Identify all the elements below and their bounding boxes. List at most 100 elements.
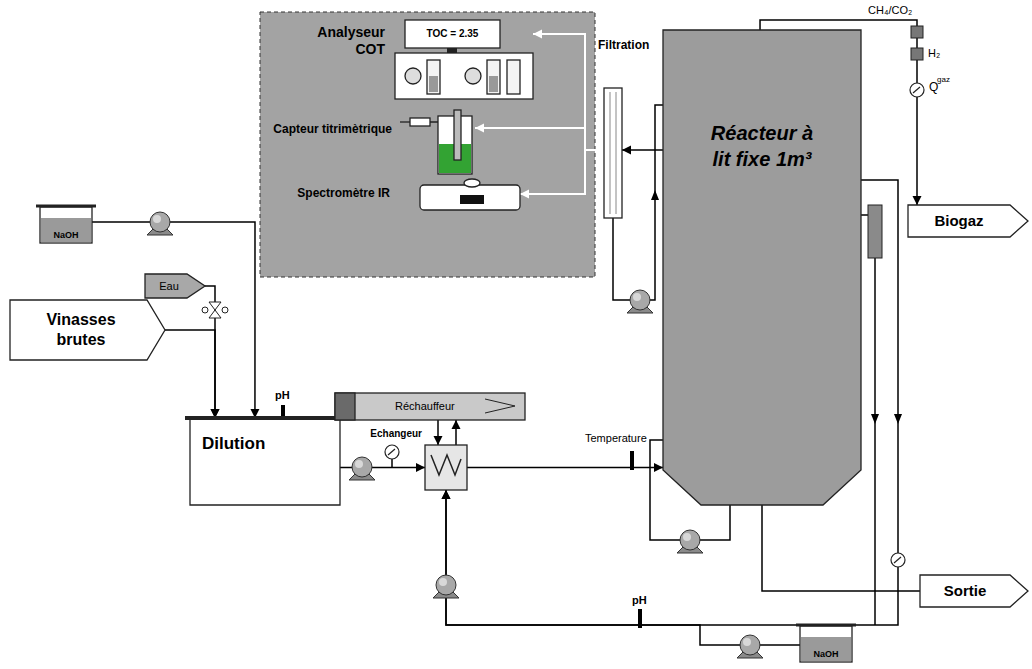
- pipe-connector: [434, 420, 443, 445]
- arrow-head: [622, 146, 631, 155]
- flow-arrow: [871, 414, 879, 424]
- pipe-connector: [475, 123, 604, 150]
- filter-unit: Filtration: [604, 88, 622, 218]
- instrument-panel: [260, 12, 595, 277]
- node-label: NaOH: [800, 649, 852, 659]
- reagent-beaker: NaOH: [40, 205, 92, 243]
- node-label: Réacteur à lit fixe 1m³: [707, 120, 817, 172]
- three-way-valve: [209, 302, 221, 310]
- flow-arrow: [651, 190, 659, 200]
- annotation-label: pH: [275, 389, 290, 401]
- reagent-beaker-outline: [800, 626, 852, 662]
- reagent-beaker-outline: [796, 624, 856, 627]
- output-tag-outline: [920, 575, 1028, 607]
- node-label: Capteur titrimètrique: [273, 122, 392, 136]
- flowmeter-symbol: [385, 445, 399, 459]
- ir-spectrometer-outline: [464, 179, 480, 187]
- analyzer-instrument-outline: [427, 60, 440, 94]
- three-way-valve: [202, 302, 228, 318]
- ir-spectrometer-outline: [460, 195, 484, 204]
- reagent-beaker-outline: [40, 207, 92, 243]
- pump-symbol: [147, 212, 173, 235]
- heater-unit-outline: [485, 399, 515, 413]
- node-label: Eau: [145, 274, 193, 298]
- dilution-tank-outline: [190, 418, 340, 505]
- arrow-head: [475, 123, 484, 132]
- titration-sensor-outline: [454, 110, 461, 160]
- input-tag-outline: [10, 300, 165, 360]
- analyzer-instrument-outline: [405, 68, 421, 84]
- flowmeter-symbol: [891, 553, 905, 567]
- arrow-head: [416, 463, 425, 472]
- reagent-beaker-outline: [36, 205, 96, 208]
- ir-spectrometer: Spectromètre IR: [420, 178, 520, 210]
- annotation-label: H₂: [928, 47, 940, 59]
- heat-exchanger: Echangeur: [425, 445, 467, 490]
- arrow-head: [434, 436, 443, 445]
- probe-tick: [638, 609, 642, 628]
- three-way-valve: [222, 307, 228, 313]
- reactor-vessel: Réacteur à lit fixe 1m³: [663, 30, 861, 505]
- analyzer-instrument-outline: [507, 60, 520, 94]
- output-tag-outline: [908, 205, 1028, 237]
- pipe-connector: [165, 330, 220, 418]
- three-way-valve: [209, 310, 221, 318]
- level-sensor: [868, 205, 882, 258]
- gas-sensor: [911, 26, 923, 38]
- filter-unit-outline: [610, 92, 611, 214]
- output-tag: Biogaz: [908, 205, 1028, 237]
- reagent-beaker-outline: [41, 218, 91, 242]
- input-tag: Vinasses brutes: [10, 300, 165, 360]
- level-sensor: [868, 205, 882, 258]
- analyzer-instrument-outline: [447, 48, 457, 53]
- pump-symbol: [433, 575, 459, 598]
- gas-sensor: [911, 48, 923, 60]
- analyzer-instrument-outline: [429, 76, 438, 92]
- three-way-valve: [202, 307, 208, 313]
- ir-spectrometer-outline: [420, 185, 520, 210]
- node-label: Biogaz: [908, 205, 1010, 237]
- flow-arrow: [894, 414, 902, 424]
- pipe-connector: [762, 505, 920, 591]
- annotation-label: pH: [632, 594, 647, 606]
- reagent-beaker-outline: [801, 637, 851, 661]
- pump-symbol: [349, 457, 375, 480]
- node-label: Filtration: [598, 38, 649, 52]
- pipe-connector: [622, 146, 663, 155]
- pipe-line: [520, 150, 604, 194]
- pipe-connector: [533, 29, 604, 150]
- arrow-head: [442, 490, 451, 499]
- output-tag: Sortie: [920, 575, 1028, 607]
- filter-unit-outline: [604, 88, 622, 218]
- arrow-head: [654, 463, 663, 472]
- filter-unit-outline: [616, 92, 617, 214]
- analyzer-instrument-outline: [405, 20, 500, 48]
- pipe-connector: [442, 490, 801, 645]
- pipe-line: [391, 459, 393, 467]
- analyzer-instrument-outline: [487, 60, 500, 94]
- analyzer-instrument-outline: [489, 76, 498, 92]
- analyzer-instrument: Analyseur COTTOC = 2.35: [395, 18, 533, 100]
- pipe-connector: [520, 150, 604, 198]
- flowmeter-symbol: [910, 83, 924, 97]
- node-label: NaOH: [40, 230, 92, 240]
- arrow-head: [442, 490, 451, 499]
- pipe-line: [533, 34, 604, 150]
- annotation-label: Q: [929, 80, 938, 94]
- input-tag-outline: [145, 274, 205, 298]
- node-label: Réchauffeur: [395, 393, 455, 420]
- titration-sensor-outline: [410, 118, 430, 126]
- annotation-label: gaz: [937, 75, 950, 84]
- annotation-label: CH₄/CO₂: [868, 4, 912, 16]
- heat-exchanger-outline: [425, 445, 467, 490]
- display-value: TOC = 2.35: [405, 20, 500, 48]
- annotation-label: Temperature: [585, 432, 647, 444]
- pump-symbol: [677, 530, 703, 553]
- pipe-line: [165, 330, 215, 418]
- input-tag-outline: [10, 300, 165, 360]
- node-label: Spectromètre IR: [297, 186, 390, 200]
- analyzer-instrument-outline: [465, 68, 481, 84]
- pipe-line: [861, 214, 868, 216]
- dilution-tank-outline: [185, 416, 345, 420]
- dilution-tank-outline: [190, 418, 340, 505]
